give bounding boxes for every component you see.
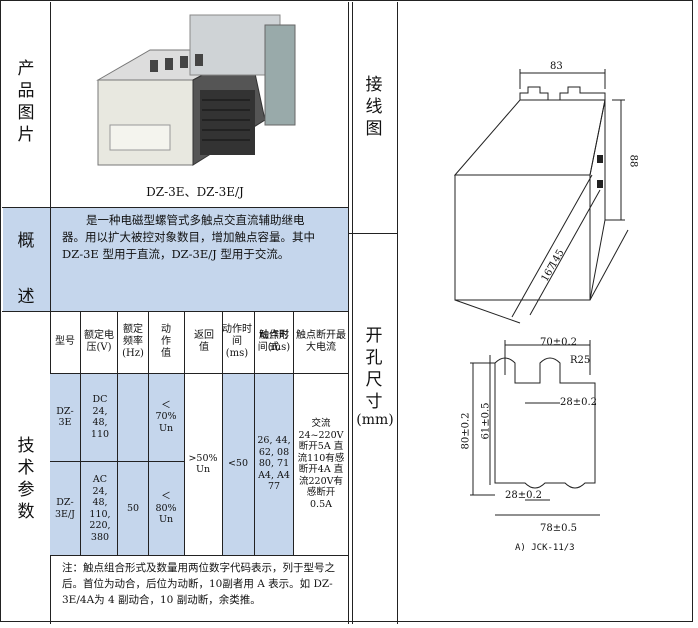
product-photo — [90, 10, 305, 175]
cutout-dim-w3: 28±0.2 — [505, 490, 543, 501]
row1-voltage: DC 24, 48, 110 — [90, 394, 110, 440]
row2-action: ＜80% Un — [155, 491, 177, 526]
cutout-label: 开孔尺寸 — [365, 326, 383, 412]
cutout-diagram: 70±0.2 R25 28±0.2 80±0.2 61±0.5 28±0.2 7… — [400, 335, 695, 560]
tech-table: 型号 额定电压(V) 额定频率(Hz) 动作值 返回值 动作时间(ms) 触点形… — [50, 311, 348, 555]
row2-model: DZ-3E/J — [55, 497, 75, 520]
wiring-diagram: 83 88 145 167 — [400, 5, 690, 325]
row1-action: ＜70% Un — [155, 399, 177, 434]
cutout-dim-r: R25 — [570, 355, 591, 366]
cutout-dim-w1: 70±0.2 — [540, 337, 578, 348]
header-voltage: 额定电压(V) — [84, 330, 114, 353]
product-image-label: 产品图片 — [17, 59, 35, 145]
overview-text: 是一种电磁型螺管式多触点交直流辅助继电器。用以扩大被控对象数目，增加触点容量。其… — [62, 213, 315, 261]
overview-label-bg — [3, 207, 50, 311]
action-time: <50 — [227, 458, 249, 470]
row2-voltage: AC 24, 48, 110, 220, 380 — [89, 474, 111, 543]
header-break-text: 触点断开最大电流 — [296, 330, 346, 353]
cutout-dim-w4: 78±0.5 — [540, 523, 578, 534]
return-value: >50% Un — [188, 452, 218, 476]
cutout-dim-h2: 61±0.5 — [480, 402, 492, 440]
cutout-unit: (mm) — [356, 412, 394, 428]
cutout-dim-h1: 80±0.2 — [460, 412, 472, 450]
cutout-caption: A) JCK-11/3 — [515, 543, 575, 553]
row2-freq: 50 — [126, 502, 140, 514]
product-caption: DZ-3E、DZ-3E/J — [146, 185, 244, 199]
header-action-time-text: 动作时间(ms) — [222, 324, 252, 359]
wiring-dim-83: 83 — [550, 61, 563, 72]
note-text: 注：触点组合形式及数量用两位数字代码表示，列于型号之后。首位为动合，后位为动断，… — [62, 562, 335, 606]
header-action: 动作值 — [161, 324, 171, 359]
break-current: 交流24~220V断开5A 直流110有感断开4A 直流220V有感断开0.5A — [297, 418, 345, 510]
row1-model: DZ-3E — [56, 405, 74, 429]
header-action-time: 动作时间(ms) — [257, 330, 291, 353]
wiring-dim-88: 88 — [627, 154, 639, 168]
header-freq: 额定频率(Hz) — [122, 324, 144, 359]
header-contact-form-text: 触点形式 — [259, 330, 289, 353]
header-return: 返回值 — [194, 330, 214, 353]
cutout-dim-w2: 28±0.2 — [560, 397, 598, 408]
wiring-label: 接线图 — [365, 75, 383, 139]
header-model: 型号 — [55, 336, 75, 347]
tech-params-label: 技术参数 — [17, 436, 35, 522]
overview-text-bg — [51, 207, 348, 311]
contact-form: 26, 44, 62, 08 80, 71 A4, A4 77 — [257, 435, 291, 493]
overview-label: 概述 — [17, 231, 35, 307]
